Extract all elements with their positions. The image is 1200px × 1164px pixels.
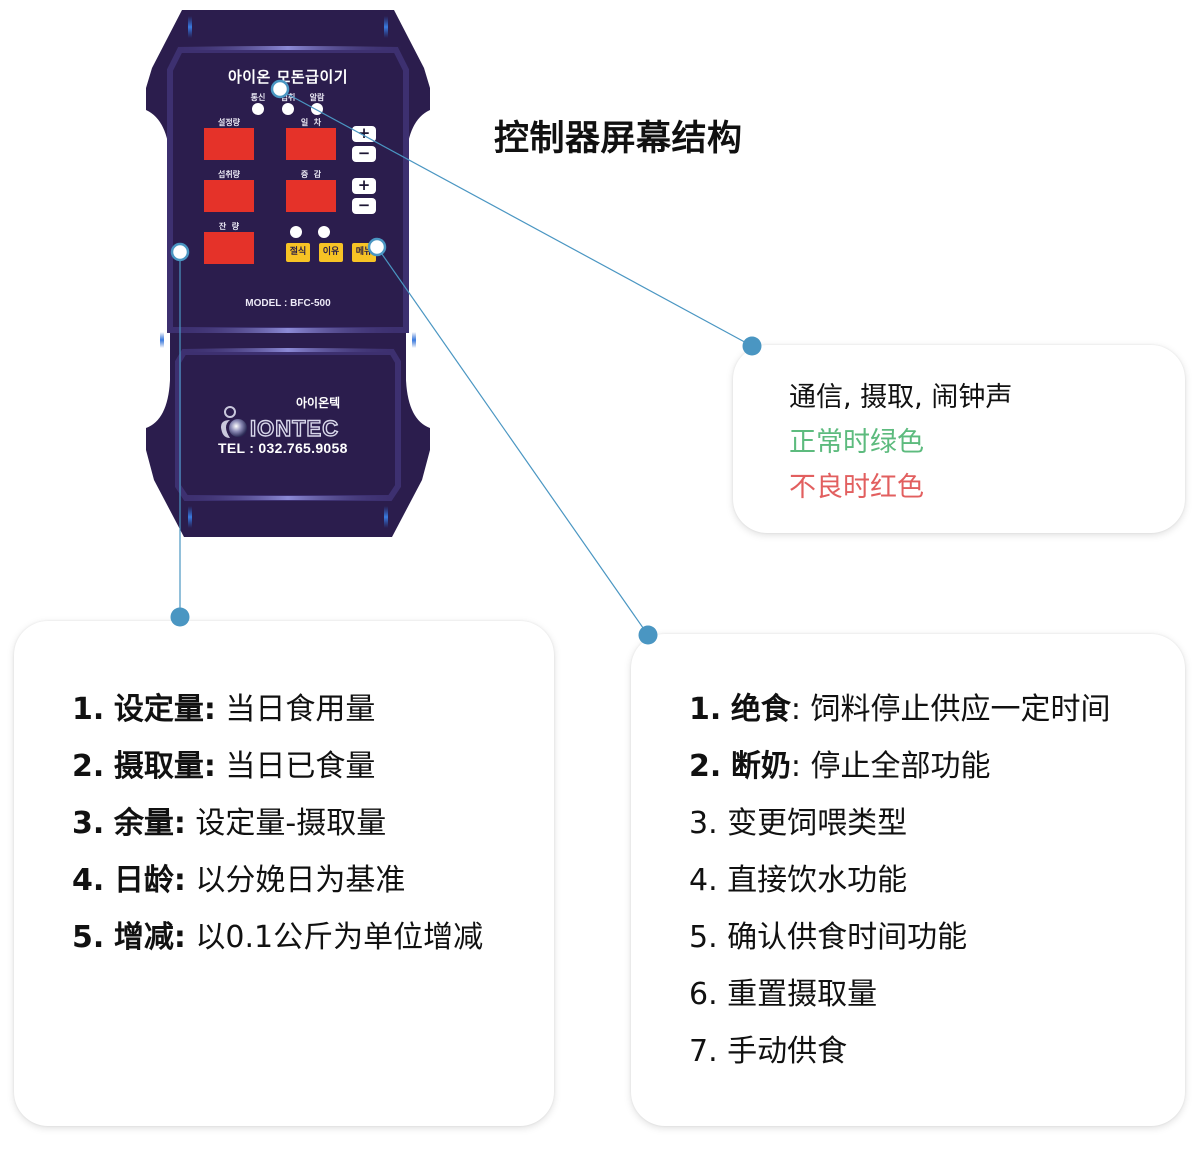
led-label-intake: 섭취 [280,93,296,102]
controller-device: 아이온 모돈급이기 통신 섭취 알람 설정량 일 차 섭취량 증 감 잔 량 +… [146,10,430,537]
button-legend-list: 1. 绝食: 饲料停止供应一定时间 2. 断奶: 停止全部功能 3. 变更饲喂类… [689,681,1110,1080]
adjust-minus-button[interactable]: − [352,198,376,214]
weaning-button[interactable]: 이유 [319,243,343,262]
list-item: 7. 手动供食 [689,1034,848,1069]
list-item: 4. 直接饮水功能 [689,863,908,898]
list-item: 1. 绝食: 饲料停止供应一定时间 [689,692,1111,727]
status-led-description: 通信, 摄取, 闹钟声 [789,382,1013,413]
display-legend-list: 1. 设定量: 当日食用量 2. 摄取量: 当日已食量 3. 余量: 设定量-摄… [72,681,483,966]
display-legend-card: 1. 设定量: 当日食用量 2. 摄取量: 当日已食量 3. 余量: 设定量-摄… [14,621,554,1126]
status-led-card: 通信, 摄取, 闹钟声 正常时绿色 不良时红色 [733,345,1185,533]
display-label-remaining: 잔 량 [218,222,240,231]
display-label-intake: 섭취량 [217,170,241,179]
adjust-plus-button[interactable]: + [352,178,376,194]
display-set-amount [204,128,254,160]
display-adjust [286,180,336,212]
display-day [286,128,336,160]
list-item: 1. 设定量: 当日食用量 [72,692,376,727]
telephone-number: TEL : 032.765.9058 [218,440,348,456]
list-item: 4. 日龄: 以分娩日为基准 [72,863,406,898]
brand-korean-name: 아이온텍 [296,396,341,410]
page-title: 控制器屏幕结构 [494,119,743,159]
display-intake [204,180,254,212]
device-housing [146,10,430,537]
display-remaining [204,232,254,264]
led-intake [282,103,294,115]
fasting-button[interactable]: 절식 [286,243,310,262]
led-communication [252,103,264,115]
display-label-day: 일 차 [300,118,322,127]
led-label-alarm: 알람 [309,93,325,102]
logo-text: IONTEC [250,416,339,441]
list-item: 5. 增减: 以0.1公斤为单位增减 [72,920,484,955]
list-item: 5. 确认供食时间功能 [689,920,968,955]
display-label-set-amount: 설정량 [217,118,241,127]
list-item: 2. 摄取量: 当日已食量 [72,749,376,784]
list-item: 6. 重置摄取量 [689,977,878,1012]
status-fault-text: 不良时红色 [789,472,924,503]
model-label: MODEL : BFC-500 [245,298,331,309]
display-label-adjust: 증 감 [300,170,322,179]
led-fasting [290,226,302,238]
list-item: 3. 余量: 设定量-摄取量 [72,806,387,841]
led-weaning [318,226,330,238]
button-legend-card: 1. 绝食: 饲料停止供应一定时间 2. 断奶: 停止全部功能 3. 变更饲喂类… [631,634,1185,1126]
day-plus-button[interactable]: + [352,126,376,142]
list-item: 3. 变更饲喂类型 [689,806,908,841]
device-title: 아이온 모돈급이기 [227,68,349,86]
iontec-logo: IONTEC [221,406,339,442]
status-normal-text: 正常时绿色 [789,427,924,458]
led-alarm [311,103,323,115]
menu-button[interactable]: 메뉴 [352,243,376,262]
day-minus-button[interactable]: − [352,146,376,162]
list-item: 2. 断奶: 停止全部功能 [689,749,991,784]
led-label-communication: 통신 [250,93,266,102]
